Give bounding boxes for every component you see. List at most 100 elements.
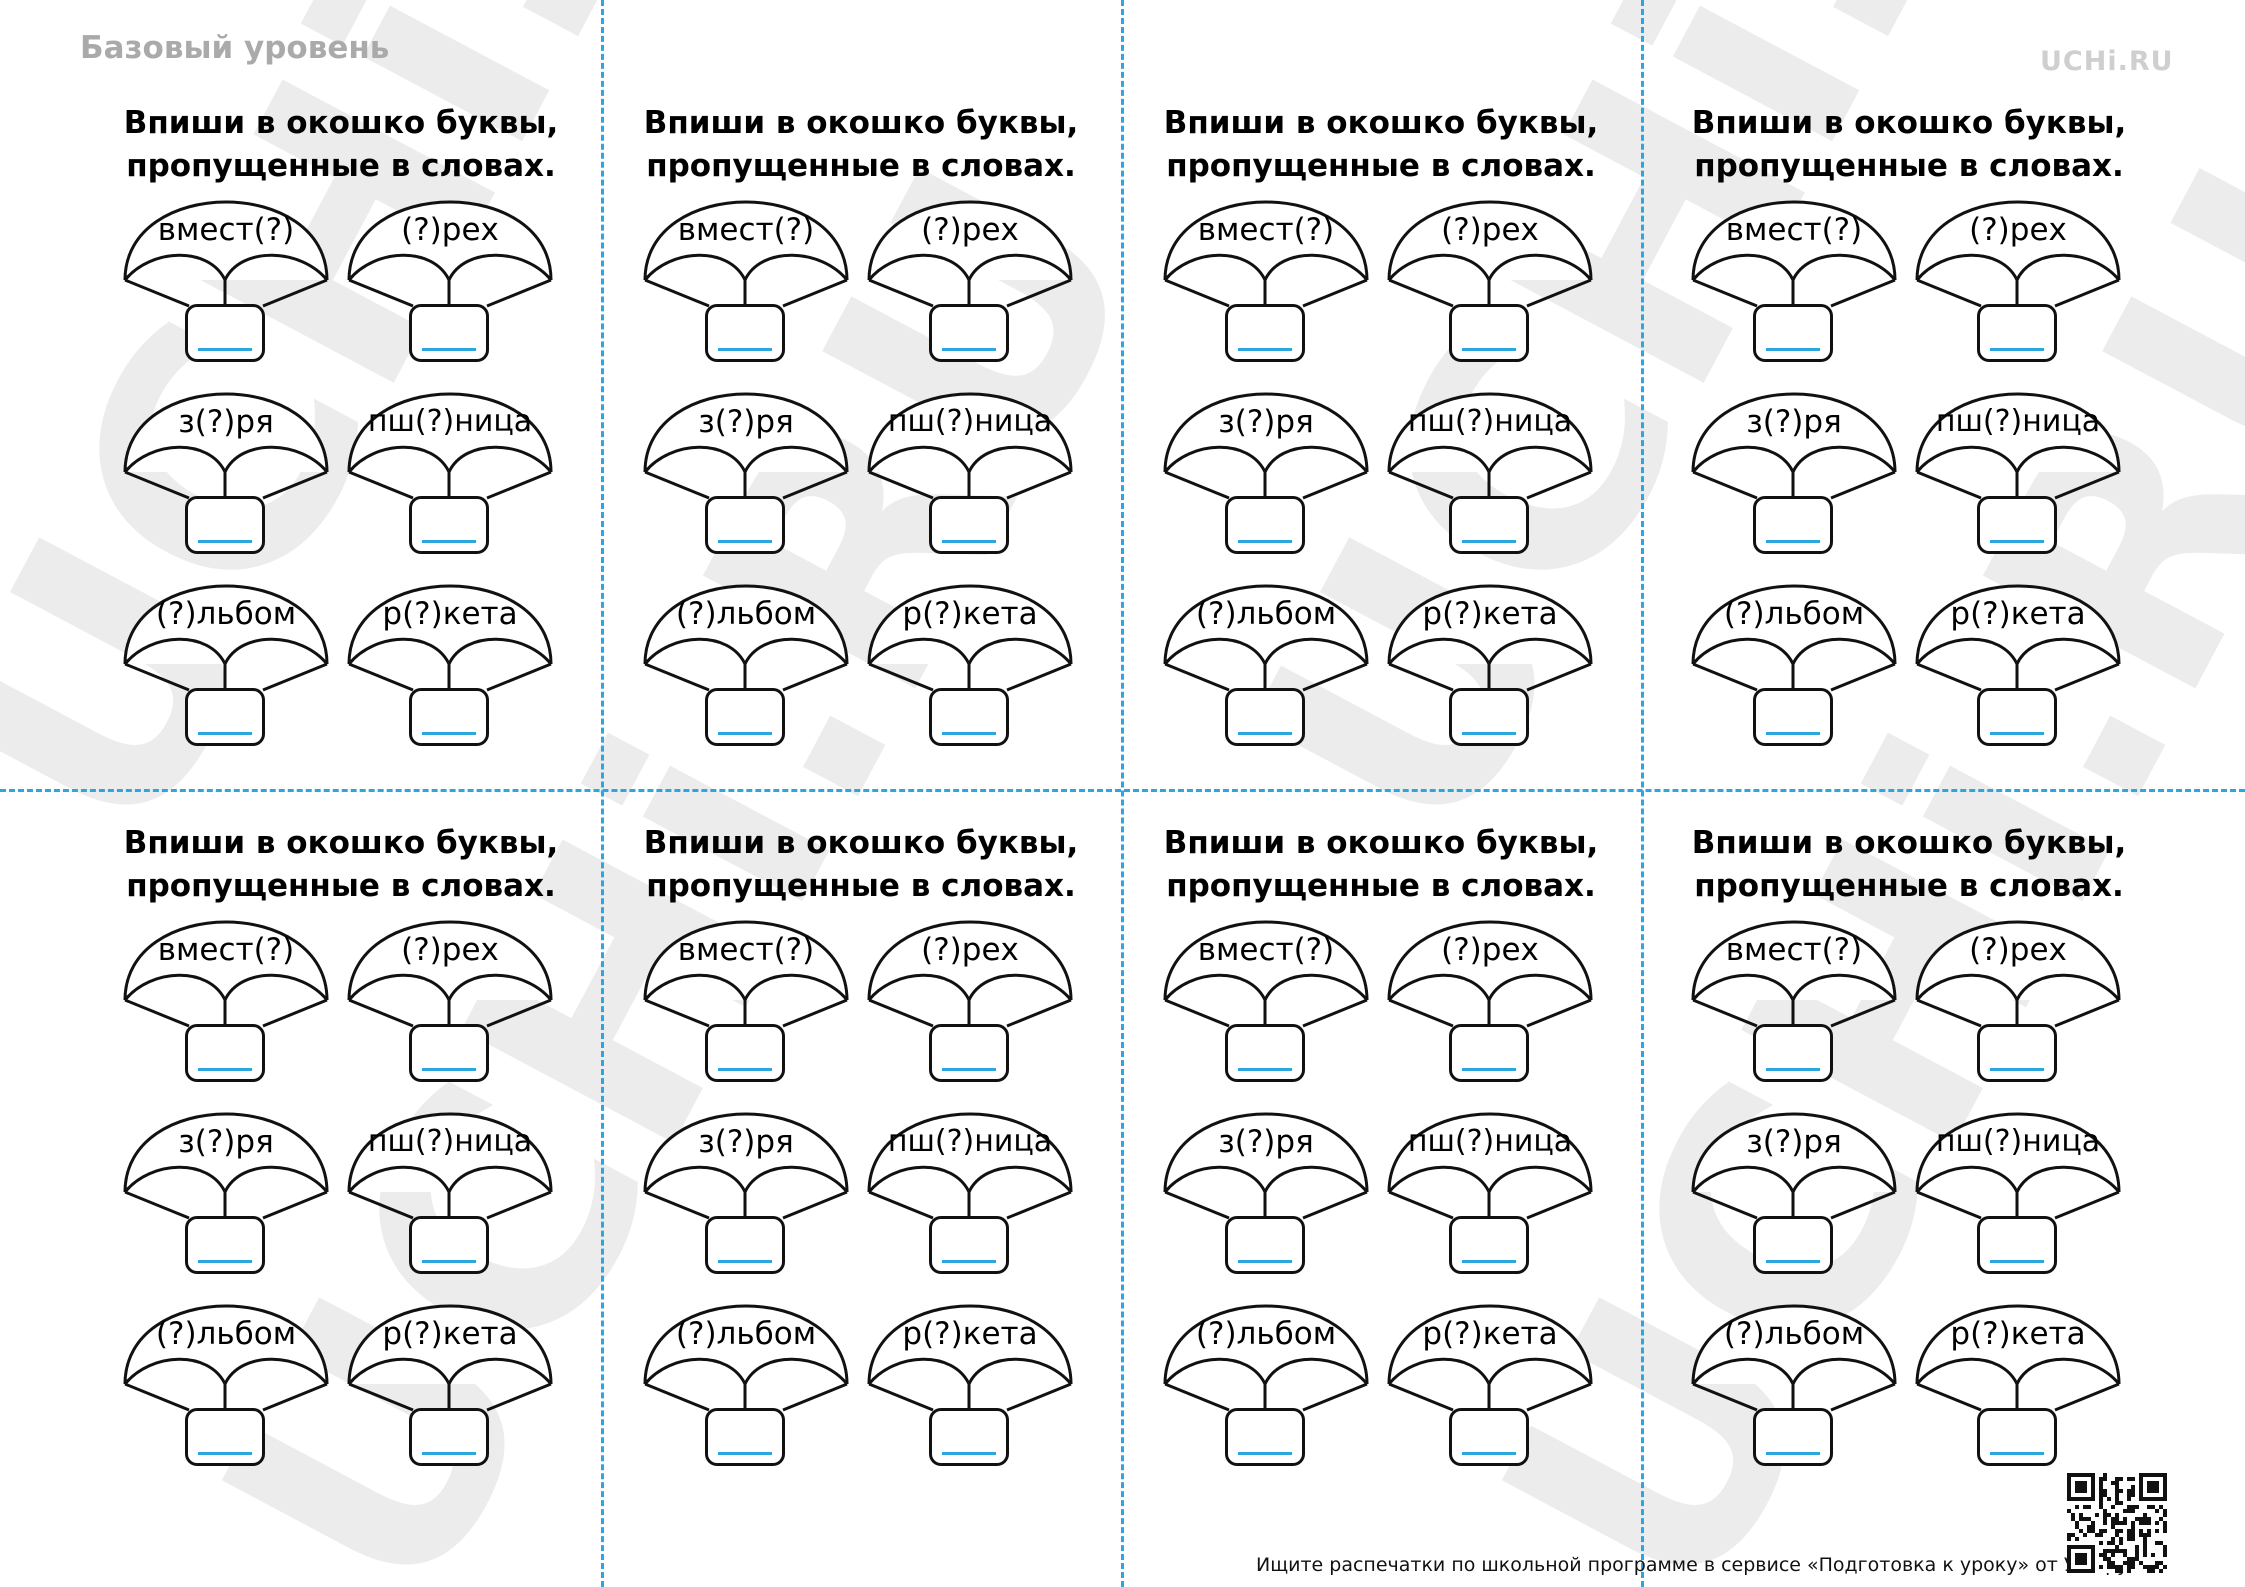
answer-box[interactable] xyxy=(1977,1216,2057,1274)
word-with-gap: (?)рех xyxy=(1969,212,2067,248)
answer-box[interactable] xyxy=(185,304,265,362)
word-with-gap: (?)льбом xyxy=(675,596,817,632)
answer-box[interactable] xyxy=(1753,304,1833,362)
answer-line xyxy=(718,348,772,351)
answer-box[interactable] xyxy=(929,496,1009,554)
parachute: р(?)кета xyxy=(1385,576,1595,756)
answer-box[interactable] xyxy=(705,1024,785,1082)
answer-box[interactable] xyxy=(185,1408,265,1466)
answer-box[interactable] xyxy=(185,1216,265,1274)
answer-box[interactable] xyxy=(705,1408,785,1466)
answer-box[interactable] xyxy=(185,688,265,746)
answer-box[interactable] xyxy=(1449,1408,1529,1466)
answer-box[interactable] xyxy=(1977,1024,2057,1082)
card-title: Впиши в окошко буквы,пропущенные в слова… xyxy=(1121,822,1641,908)
answer-line xyxy=(422,732,476,735)
card-title-line: пропущенные в словах. xyxy=(126,148,556,184)
word-with-gap: р(?)кета xyxy=(1950,596,2086,632)
answer-box[interactable] xyxy=(409,304,489,362)
answer-box[interactable] xyxy=(1449,304,1529,362)
answer-box[interactable] xyxy=(705,1216,785,1274)
answer-box[interactable] xyxy=(1225,688,1305,746)
card-title: Впиши в окошко буквы,пропущенные в слова… xyxy=(601,102,1121,188)
answer-box[interactable] xyxy=(929,1024,1009,1082)
answer-box[interactable] xyxy=(1225,1408,1305,1466)
answer-box[interactable] xyxy=(185,496,265,554)
word-with-gap: з(?)ря xyxy=(1746,1124,1842,1160)
answer-box[interactable] xyxy=(1977,304,2057,362)
answer-box[interactable] xyxy=(1449,1216,1529,1274)
card-title-line: пропущенные в словах. xyxy=(1166,148,1596,184)
parachute: р(?)кета xyxy=(1385,1296,1595,1476)
word-with-gap: р(?)кета xyxy=(1422,596,1558,632)
answer-box[interactable] xyxy=(409,1024,489,1082)
answer-box[interactable] xyxy=(1753,1408,1833,1466)
answer-box[interactable] xyxy=(409,1408,489,1466)
answer-box[interactable] xyxy=(1753,1024,1833,1082)
word-with-gap: з(?)ря xyxy=(178,404,274,440)
answer-line xyxy=(718,1068,772,1071)
parachute: (?)льбом xyxy=(1161,1296,1371,1476)
word-with-gap: з(?)ря xyxy=(178,1124,274,1160)
answer-box[interactable] xyxy=(1753,496,1833,554)
footer-text: Ищите распечатки по школьной программе в… xyxy=(1256,1554,2135,1576)
answer-box[interactable] xyxy=(1225,496,1305,554)
answer-box[interactable] xyxy=(705,496,785,554)
answer-box[interactable] xyxy=(1977,1408,2057,1466)
card-title-line: Впиши в окошко буквы, xyxy=(123,825,559,861)
answer-box[interactable] xyxy=(1753,688,1833,746)
answer-box[interactable] xyxy=(185,1024,265,1082)
word-with-gap: пш(?)ница xyxy=(887,1124,1053,1159)
word-with-gap: пш(?)ница xyxy=(1407,1124,1573,1159)
word-with-gap: вмест(?) xyxy=(677,932,815,968)
card-title: Впиши в окошко буквы,пропущенные в слова… xyxy=(81,822,601,908)
parachute: р(?)кета xyxy=(1913,576,2123,756)
word-with-gap: з(?)ря xyxy=(1746,404,1842,440)
card-title: Впиши в окошко буквы,пропущенные в слова… xyxy=(1121,102,1641,188)
parachute: (?)рех xyxy=(1385,912,1595,1092)
exercise-card: Впиши в окошко буквы,пропущенные в слова… xyxy=(601,808,1121,1528)
parachute: (?)льбом xyxy=(641,576,851,756)
answer-box[interactable] xyxy=(929,688,1009,746)
answer-line xyxy=(942,540,996,543)
answer-line xyxy=(422,540,476,543)
exercise-card: Впиши в окошко буквы,пропущенные в слова… xyxy=(81,808,601,1528)
word-with-gap: пш(?)ница xyxy=(367,404,533,439)
answer-box[interactable] xyxy=(1977,496,2057,554)
answer-box[interactable] xyxy=(1225,304,1305,362)
answer-box[interactable] xyxy=(929,304,1009,362)
card-title-line: пропущенные в словах. xyxy=(646,868,1076,904)
answer-box[interactable] xyxy=(705,688,785,746)
answer-box[interactable] xyxy=(1449,496,1529,554)
answer-line xyxy=(1462,540,1516,543)
word-with-gap: (?)рех xyxy=(1441,932,1539,968)
answer-box[interactable] xyxy=(705,304,785,362)
answer-box[interactable] xyxy=(1225,1216,1305,1274)
answer-line xyxy=(1462,732,1516,735)
answer-box[interactable] xyxy=(1225,1024,1305,1082)
word-with-gap: пш(?)ница xyxy=(1935,404,2101,439)
word-with-gap: (?)льбом xyxy=(155,596,297,632)
parachute: р(?)кета xyxy=(345,576,555,756)
answer-box[interactable] xyxy=(1753,1216,1833,1274)
card-title: Впиши в окошко буквы,пропущенные в слова… xyxy=(81,102,601,188)
answer-box[interactable] xyxy=(929,1216,1009,1274)
parachute: з(?)ря xyxy=(1689,1104,1899,1284)
word-with-gap: (?)льбом xyxy=(155,1316,297,1352)
word-with-gap: (?)льбом xyxy=(1195,1316,1337,1352)
exercise-card: Впиши в окошко буквы,пропущенные в слова… xyxy=(1649,808,2169,1528)
word-with-gap: (?)рех xyxy=(401,212,499,248)
answer-line xyxy=(718,1452,772,1455)
word-with-gap: з(?)ря xyxy=(698,1124,794,1160)
answer-box[interactable] xyxy=(1449,688,1529,746)
answer-line xyxy=(198,348,252,351)
answer-box[interactable] xyxy=(409,1216,489,1274)
answer-box[interactable] xyxy=(1977,688,2057,746)
answer-box[interactable] xyxy=(409,688,489,746)
parachute: (?)рех xyxy=(1913,192,2123,372)
answer-box[interactable] xyxy=(409,496,489,554)
answer-box[interactable] xyxy=(929,1408,1009,1466)
answer-box[interactable] xyxy=(1449,1024,1529,1082)
parachute: р(?)кета xyxy=(345,1296,555,1476)
word-with-gap: пш(?)ница xyxy=(887,404,1053,439)
